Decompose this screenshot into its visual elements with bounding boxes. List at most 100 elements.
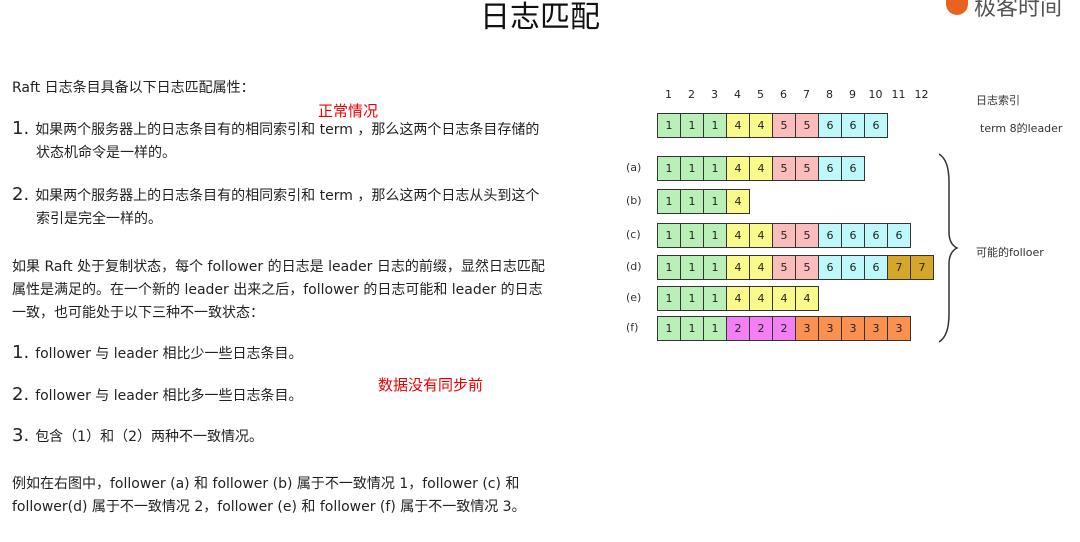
log-entry: 1	[658, 157, 681, 180]
log-entry: 4	[750, 114, 773, 137]
log-index: 5	[757, 88, 764, 101]
log-entry: 1	[658, 224, 681, 247]
state-1: 1.follower 与 leader 相比少一些日志条目。	[12, 342, 303, 363]
log-entry: 2	[750, 317, 773, 340]
log-entry: 6	[819, 157, 842, 180]
log-index: 12	[914, 88, 929, 101]
follower-label: (b)	[626, 194, 642, 207]
log-entry: 5	[796, 256, 819, 279]
log-entry: 1	[658, 114, 681, 137]
log-index: 10	[868, 88, 883, 101]
log-entry: 1	[658, 317, 681, 340]
log-entry: 2	[727, 317, 750, 340]
log-entry: 6	[865, 224, 888, 247]
log-entry: 1	[704, 157, 727, 180]
log-entry: 1	[681, 224, 704, 247]
log-entry: 6	[842, 256, 865, 279]
state-3: 3.包含（1）和（2）两种不一致情况。	[12, 425, 264, 446]
index-label: 日志索引	[976, 94, 1020, 107]
log-entry: 3	[865, 317, 888, 340]
log-entry: 6	[819, 114, 842, 137]
log-entry: 1	[704, 190, 727, 213]
log-entry: 1	[681, 287, 704, 310]
log-entry: 4	[727, 114, 750, 137]
log-index: 9	[849, 88, 856, 101]
log-entry: 6	[819, 256, 842, 279]
log-entry: 4	[750, 157, 773, 180]
log-entry: 5	[796, 224, 819, 247]
log-entry: 1	[704, 287, 727, 310]
log-index: 7	[803, 88, 810, 101]
log-entry: 1	[681, 190, 704, 213]
log-entry: 1	[658, 287, 681, 310]
log-index: 6	[780, 88, 787, 101]
log-entry: 4	[727, 287, 750, 310]
log-entry: 6	[842, 224, 865, 247]
log-entry: 3	[842, 317, 865, 340]
logo: 极客时间	[945, 0, 1062, 22]
log-entry: 1	[704, 317, 727, 340]
log-entry: 5	[773, 114, 796, 137]
log-entry: 4	[796, 287, 818, 310]
log-index: 8	[826, 88, 833, 101]
log-entry: 7	[888, 256, 911, 279]
log-entry: 2	[773, 317, 796, 340]
example-text: 例如在右图中，follower (a) 和 follower (b) 属于不一致…	[12, 476, 526, 515]
log-entry: 1	[704, 224, 727, 247]
log-entry: 1	[681, 256, 704, 279]
log-entry: 1	[681, 114, 704, 137]
log-index: 3	[711, 88, 718, 101]
log-entry: 3	[888, 317, 910, 340]
annotation-normal: 正常情况	[318, 102, 379, 120]
page-title: 日志匹配	[480, 0, 600, 35]
paragraph: 如果 Raft 处于复制状态，每个 follower 的日志是 leader 日…	[12, 259, 545, 321]
logo-text: 极客时间	[973, 0, 1062, 21]
log-entry: 5	[773, 224, 796, 247]
log-entry: 1	[658, 256, 681, 279]
log-entry: 6	[865, 256, 888, 279]
log-entry: 1	[681, 317, 704, 340]
logo-icon	[945, 0, 968, 15]
follower-label: (e)	[626, 291, 642, 304]
brace-icon	[938, 153, 959, 343]
log-entry: 4	[727, 224, 750, 247]
log-entry: 6	[865, 114, 887, 137]
log-entry: 1	[681, 157, 704, 180]
property-2: 2.如果两个服务器上的日志条目有的相同索引和 term ，那么这两个日志从头到这…	[12, 184, 540, 227]
log-entry: 4	[750, 256, 773, 279]
follower-label: (a)	[626, 161, 642, 174]
log-entry: 6	[842, 157, 864, 180]
log-entry: 4	[727, 190, 749, 213]
log-entry: 3	[819, 317, 842, 340]
log-entry: 6	[842, 114, 865, 137]
log-index: 2	[688, 88, 695, 101]
log-entry: 7	[911, 256, 933, 279]
log-entry: 3	[796, 317, 819, 340]
followers-label: 可能的folloer	[976, 246, 1044, 259]
log-entry: 5	[773, 157, 796, 180]
log-index: 4	[734, 88, 741, 101]
log-entry: 1	[658, 190, 681, 213]
follower-label: (f)	[626, 321, 639, 334]
annotation-unsynced: 数据没有同步前	[378, 376, 484, 394]
intro-text: Raft 日志条目具备以下日志匹配属性：	[12, 80, 255, 96]
log-entry: 4	[727, 157, 750, 180]
log-entry: 6	[819, 224, 842, 247]
follower-label: (c)	[626, 228, 641, 241]
log-entry: 1	[704, 114, 727, 137]
leader-label: term 8的leader	[980, 122, 1063, 135]
log-index: 11	[891, 88, 906, 101]
log-entry: 4	[773, 287, 796, 310]
log-index: 1	[665, 88, 672, 101]
log-entry: 6	[888, 224, 910, 247]
log-entry: 5	[773, 256, 796, 279]
log-entry: 5	[796, 114, 819, 137]
state-2: 2.follower 与 leader 相比多一些日志条目。	[12, 384, 303, 405]
